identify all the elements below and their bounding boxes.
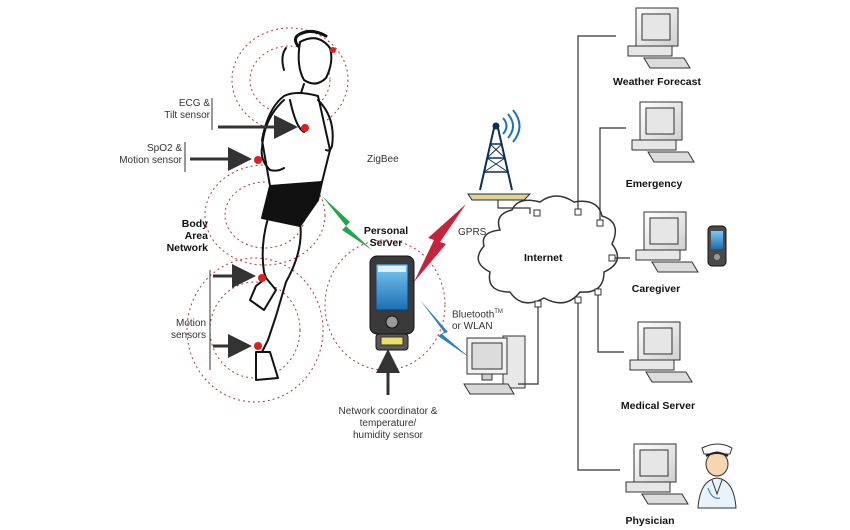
monitor-icon-caregiver xyxy=(635,211,699,273)
physician-label: Physician xyxy=(625,515,675,527)
monitor-icon-physician xyxy=(625,443,689,505)
zigbee-link xyxy=(322,196,372,250)
cloud-ports xyxy=(533,208,616,308)
cell-tower-icon xyxy=(467,109,532,201)
sensor-arrows xyxy=(190,115,400,395)
cloud-icon xyxy=(477,195,619,304)
handheld-pda-icon xyxy=(707,225,727,267)
ecg-sensor-label: ECG &Tilt sensor xyxy=(164,98,210,121)
spo2-sensor-label: SpO2 &Motion sensor xyxy=(119,143,182,166)
bluetooth-wlan-label: BluetoothTM or WLAN xyxy=(452,309,503,333)
wlan-link xyxy=(420,300,470,358)
runner-figure xyxy=(249,29,334,381)
weather-forecast-label: Weather Forecast xyxy=(613,76,701,88)
label-brackets xyxy=(184,98,213,370)
caregiver-label: Caregiver xyxy=(631,283,681,295)
monitor-icon-emergency xyxy=(631,101,695,163)
internet-label: Internet xyxy=(524,252,563,264)
zigbee-label: ZigBee xyxy=(367,154,399,165)
doctor-icon xyxy=(697,443,737,509)
wireless-links xyxy=(322,196,470,358)
network-coordinator-label: Network coordinator &temperature/humidit… xyxy=(338,406,438,441)
medical-server-label: Medical Server xyxy=(620,400,696,412)
monitor-icon-weather xyxy=(627,7,691,69)
gprs-link xyxy=(414,204,466,282)
emergency-label: Emergency xyxy=(625,178,683,190)
monitor-icon-medical-server xyxy=(629,321,693,383)
sensor-nodes xyxy=(254,47,336,350)
gprs-label: GPRS xyxy=(458,227,487,238)
pda-icon xyxy=(369,255,415,351)
desktop-computer-icon xyxy=(463,335,526,395)
